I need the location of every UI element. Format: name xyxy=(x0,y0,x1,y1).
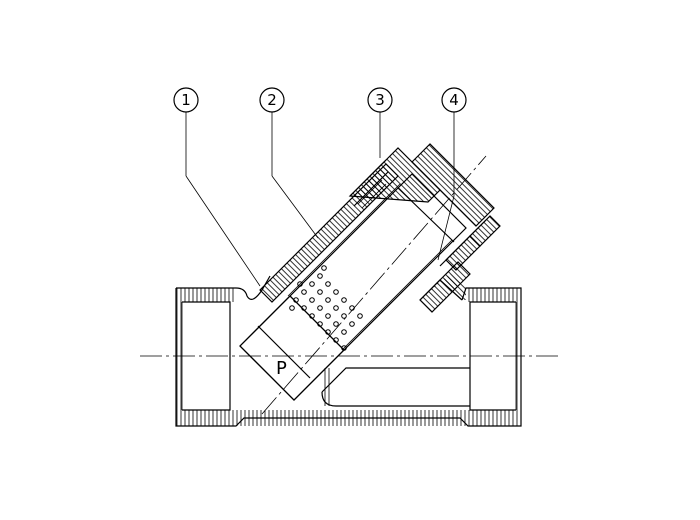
diagonal-centerline xyxy=(261,155,487,415)
inlet-top-wall xyxy=(176,288,236,302)
callout-1-label: 1 xyxy=(181,91,191,109)
cap xyxy=(348,143,495,227)
callout-3: 3 xyxy=(367,87,393,158)
valve-body xyxy=(175,274,522,427)
callout-2: 2 xyxy=(259,87,319,239)
callout-3-label: 3 xyxy=(375,91,385,109)
callout-4-label: 4 xyxy=(449,91,459,109)
callout-2-label: 2 xyxy=(267,91,277,109)
plug-label: P xyxy=(276,358,287,379)
screen-perforations xyxy=(289,265,363,351)
gasket xyxy=(439,215,501,271)
cap-body-right xyxy=(411,143,495,227)
screen: P xyxy=(239,173,467,401)
partition-hatch xyxy=(322,368,332,406)
callout-1: 1 xyxy=(173,87,261,287)
outlet-top-wall xyxy=(466,288,522,302)
housing-wall-right xyxy=(419,261,471,313)
drain-plug xyxy=(239,295,345,401)
callout-4: 4 xyxy=(437,87,467,261)
